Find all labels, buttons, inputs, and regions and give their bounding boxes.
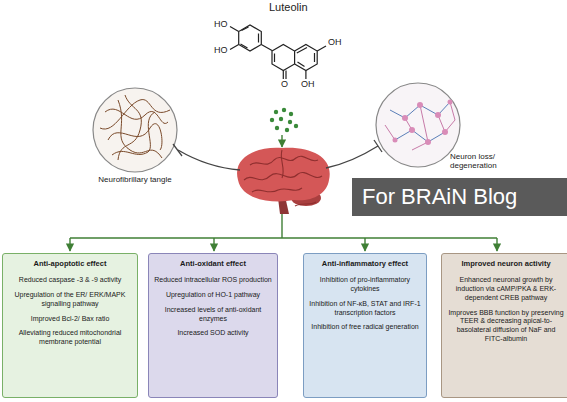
atom-label: OH: [327, 38, 343, 47]
box-item: Reduced caspase -3 & -9 activity: [8, 276, 132, 285]
art-circle: [275, 126, 279, 130]
compound-name: Luteolin: [268, 2, 309, 13]
art-path: [364, 238, 365, 251]
art-circle: [274, 110, 278, 114]
art-circle: [393, 138, 398, 143]
art-path: [283, 71, 286, 80]
art-path: [69, 238, 70, 251]
art-circle: [442, 129, 448, 135]
art-circle: [279, 117, 283, 121]
art-path: [250, 156, 318, 165]
art-circle: [294, 124, 298, 128]
box-item: Improved Bcl-2/ Bax ratio: [8, 315, 132, 324]
box-item: Alleviating reduced mitochondrial membra…: [8, 329, 132, 347]
art-circle: [402, 115, 408, 121]
neuron-circle: [376, 83, 460, 167]
effect-box: Anti-oxidant effectReduced intracellular…: [148, 253, 278, 398]
box-item: Reduced intracellular ROS production: [154, 276, 272, 285]
art-path: [230, 27, 239, 50]
brain: [237, 148, 330, 214]
art-path: [305, 71, 306, 80]
circle-label: Neurofibrillary tangle: [86, 175, 184, 184]
neuron-network: [385, 102, 455, 150]
branch-lines: [70, 214, 497, 251]
art-circle: [270, 118, 274, 122]
art-path: [241, 27, 259, 48]
box-item: Improves BBB function by preserving TEER…: [447, 309, 565, 344]
box-item: Inhibition of NF-κB, STAT and IRF-1 tran…: [309, 300, 421, 318]
art-path: [237, 148, 330, 202]
tangle-circle: [93, 88, 177, 172]
art-path: [395, 130, 445, 142]
art-path: [496, 238, 497, 251]
art-path: [385, 102, 455, 150]
art-path: [100, 100, 170, 130]
circle-label: Neuron loss/ degeneration: [450, 152, 514, 170]
art-path: [261, 45, 272, 51]
art-path: [108, 124, 162, 150]
art-path: [295, 202, 316, 206]
effect-box: Anti-apoptotic effectReduced caspase -3 …: [2, 253, 138, 398]
art-path: [105, 109, 168, 123]
art-path: [317, 46, 326, 51]
art-path: [374, 140, 382, 152]
atom-label: OH: [300, 80, 316, 89]
art-path: [118, 95, 141, 160]
atom-label: O: [280, 80, 289, 89]
art-circle: [425, 139, 431, 145]
art-circle: [282, 108, 286, 112]
watermark: For BRAiN Blog: [352, 178, 567, 216]
effect-box: Anti-inflammatory effectInhibition of pr…: [303, 253, 427, 398]
box-item: Inhibition of free radical generation: [309, 323, 421, 332]
art-path: [326, 146, 378, 168]
art-circle: [285, 128, 289, 132]
art-path: [295, 45, 318, 71]
box-item: Increased levels of anti-oxidant enzymes: [154, 306, 272, 324]
box-item: Increased SOD activity: [154, 329, 272, 338]
art-path: [281, 150, 283, 178]
box-item: Inhibition of pro-inflammatory cytokines: [309, 276, 421, 294]
art-path: [297, 48, 315, 67]
art-circle: [409, 127, 415, 133]
tangle-fibres: [100, 95, 170, 160]
art-path: [70, 237, 497, 238]
art-circle: [288, 120, 292, 124]
neuron-cells: [393, 100, 453, 146]
box-item: Upregulation of the ER/ ERK/MAPK signall…: [8, 291, 132, 309]
art-path: [390, 102, 450, 118]
effect-box: Improved neuron activityEnhanced neurona…: [441, 253, 567, 398]
atom-label: HO: [213, 46, 229, 55]
art-path: [272, 45, 295, 71]
art-circle: [435, 112, 441, 118]
art-g: [244, 150, 322, 206]
luteolin-structure: [230, 25, 326, 79]
art-path: [281, 214, 282, 238]
illustration-circle: Neuron loss/ degeneration: [374, 82, 514, 178]
inhibition-line: [173, 140, 382, 170]
art-path: [178, 150, 240, 170]
art-path: [213, 238, 214, 251]
art-path: [274, 54, 275, 63]
art-path: [112, 112, 155, 155]
box-heading: Improved neuron activity: [447, 259, 565, 268]
box-heading: Anti-apoptotic effect: [8, 259, 132, 268]
box-item: Upregulation of HO-1 pathway: [154, 291, 272, 300]
art-path: [252, 188, 302, 192]
luteolin-dots: [270, 108, 298, 132]
art-circle: [289, 112, 293, 116]
art-path: [239, 25, 262, 51]
atom-label: HO: [213, 20, 229, 29]
box-item: Enhanced neuronal growth by induction vi…: [447, 276, 565, 302]
art-circle: [417, 102, 423, 108]
illustration-circle: Neurofibrillary tangle: [86, 86, 184, 192]
art-path: [405, 105, 445, 142]
art-path: [173, 144, 182, 156]
box-heading: Anti-inflammatory effect: [309, 259, 421, 268]
box-heading: Anti-oxidant effect: [154, 259, 272, 268]
dose-arrow: [281, 135, 282, 147]
art-circle: [448, 100, 453, 105]
